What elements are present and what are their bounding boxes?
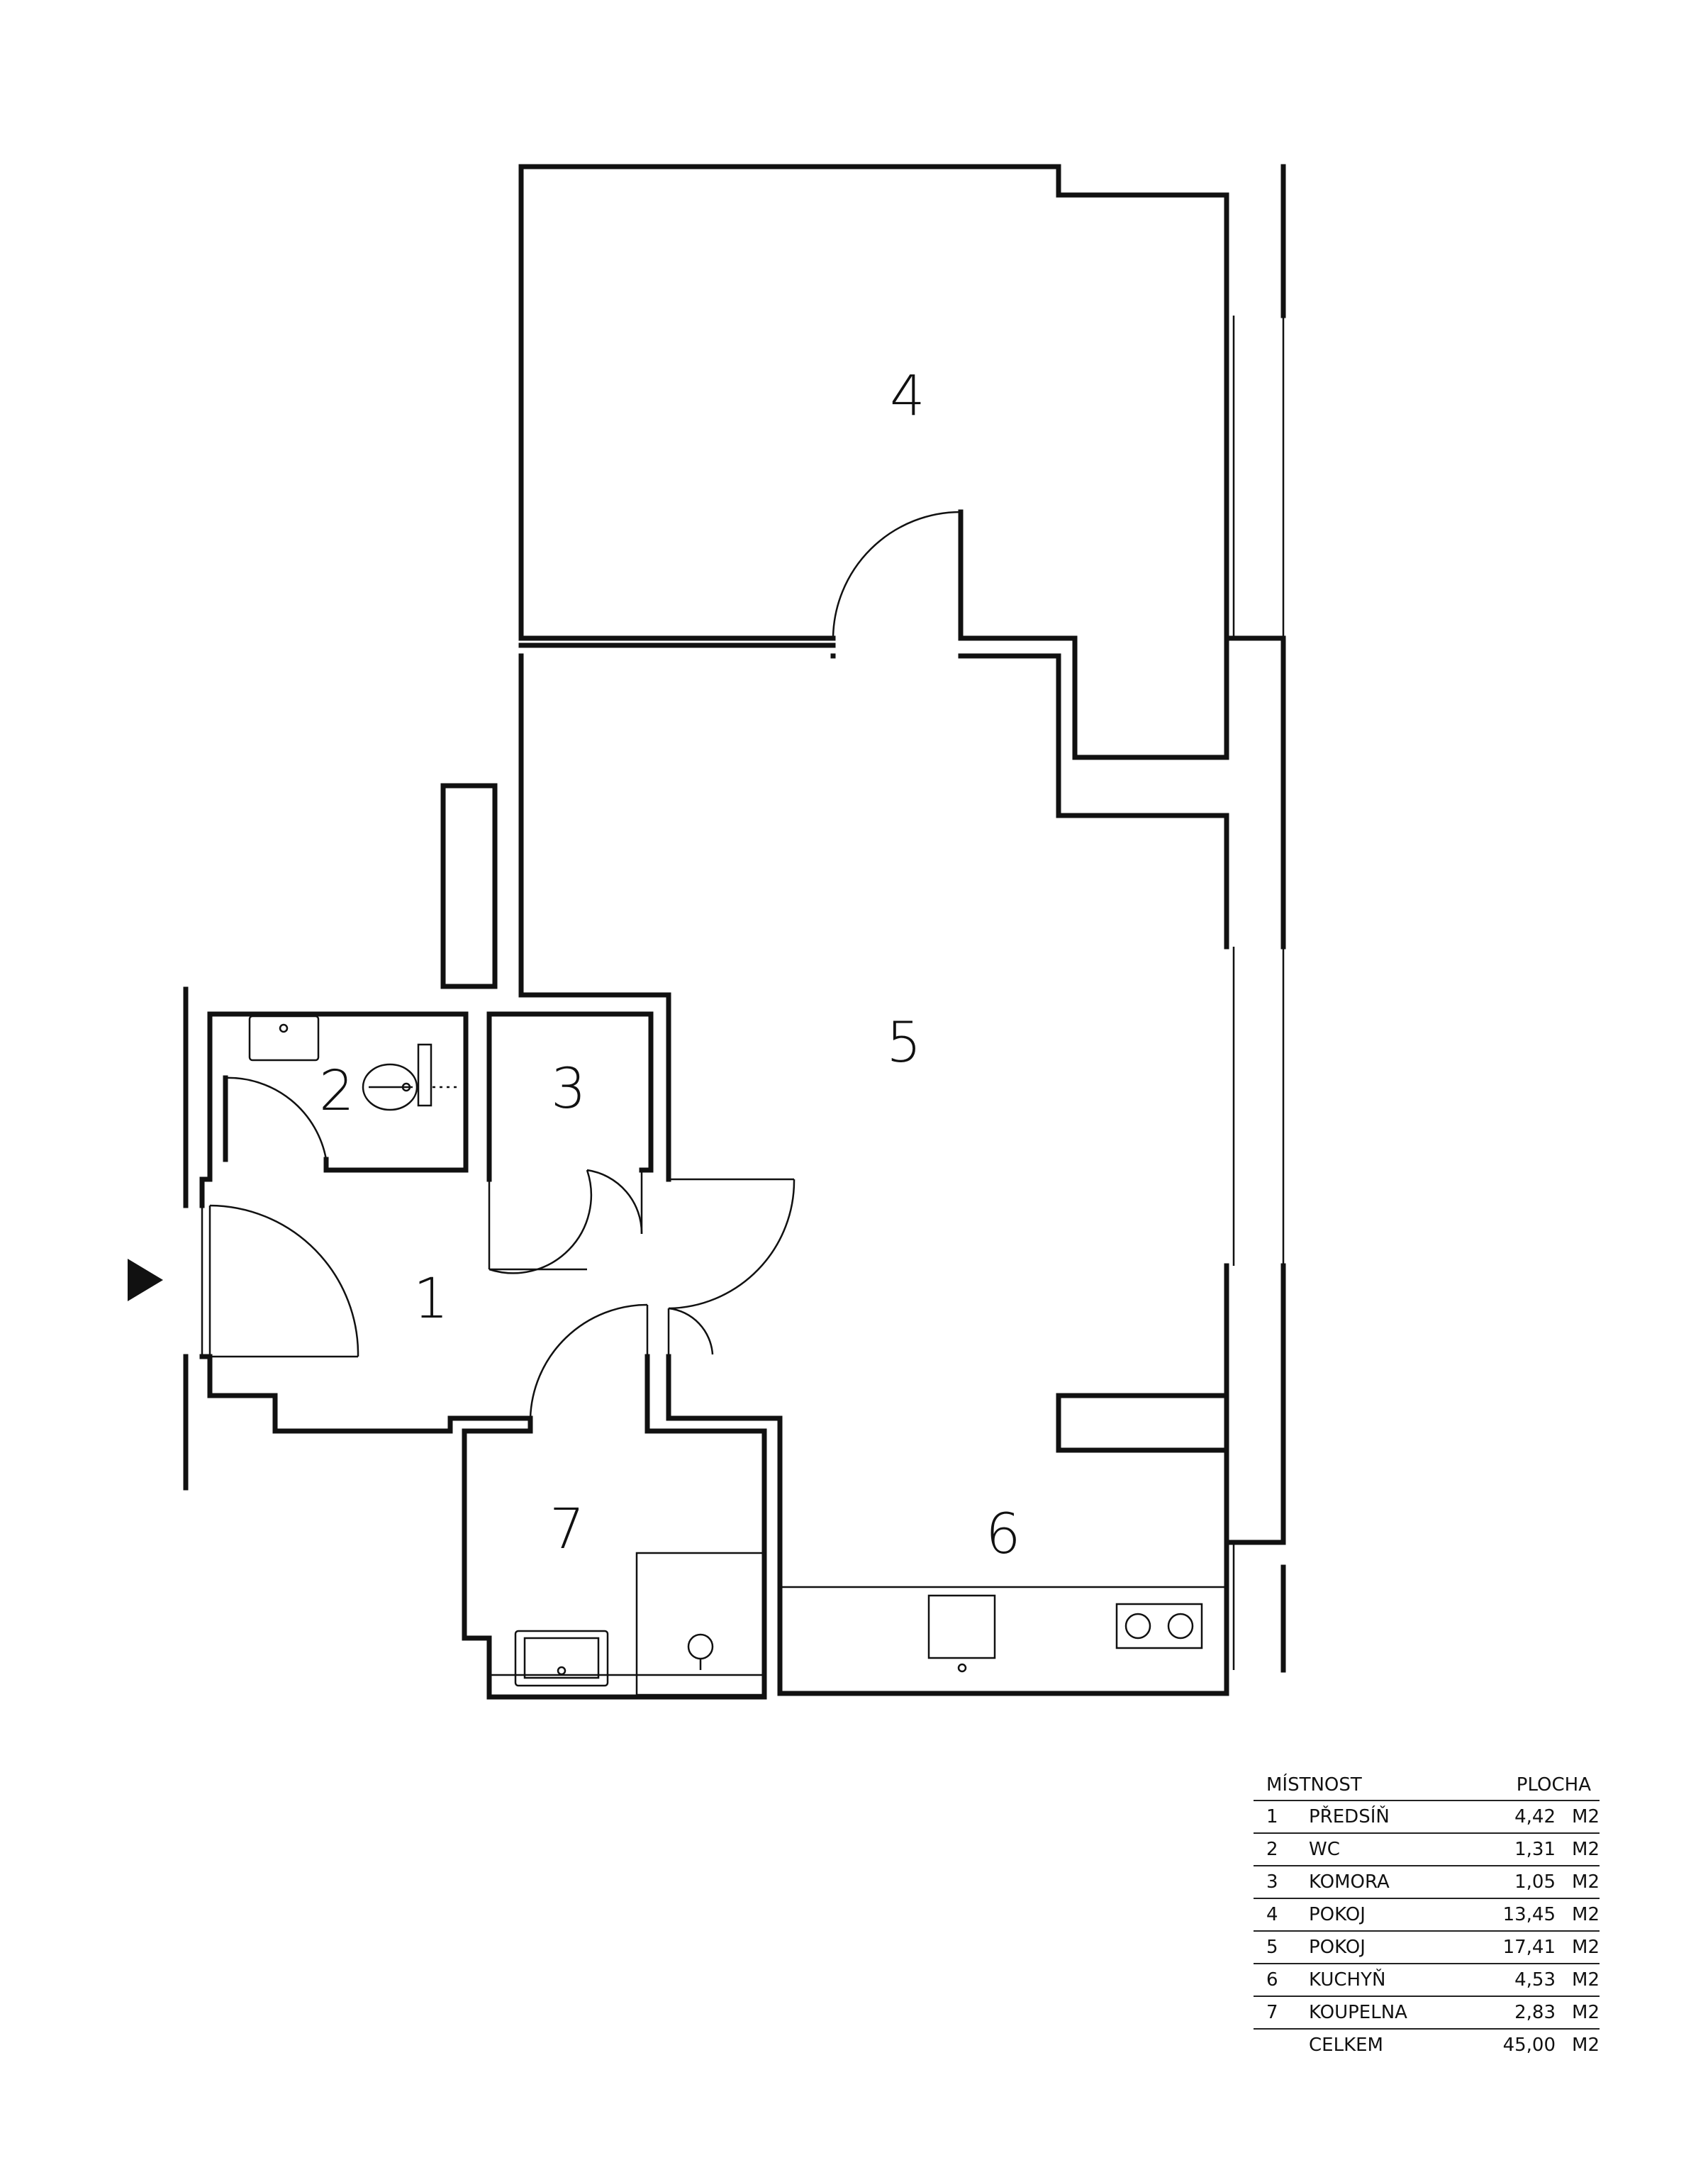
legend-row-area: 4,42: [1514, 1806, 1556, 1827]
legend-row-area: 4,53: [1514, 1969, 1556, 1991]
legend-row: 6 KUCHYŇ 4,53 M2: [1254, 1964, 1600, 1997]
room-label-4: 4: [890, 364, 925, 428]
doors: [208, 511, 962, 1419]
legend-row-area: 1,05: [1514, 1871, 1556, 1893]
room-label-7: 7: [549, 1498, 585, 1562]
legend-total-area: 45,00: [1502, 2035, 1556, 2056]
legend-total-unit: M2: [1572, 2035, 1600, 2056]
legend-header: MÍSTNOST PLOCHA: [1254, 1769, 1600, 1801]
legend-row-unit: M2: [1572, 1937, 1600, 1958]
legend-row-name: PŘEDSÍŇ: [1309, 1806, 1390, 1827]
legend-row-no: 3: [1266, 1871, 1278, 1893]
legend-row: 4 POKOJ 13,45 M2: [1254, 1899, 1600, 1932]
legend-row-no: 5: [1266, 1937, 1278, 1958]
legend-total-row: CELKEM 45,00 M2: [1254, 2030, 1600, 2061]
legend-row: 1 PŘEDSÍŇ 4,42 M2: [1254, 1801, 1600, 1834]
fridge: [927, 1594, 996, 1659]
legend-row-unit: M2: [1572, 1839, 1600, 1860]
legend-row-name: KOMORA: [1309, 1871, 1390, 1893]
room-label-5: 5: [886, 1011, 922, 1075]
legend-row: 7 KOUPELNA 2,83 M2: [1254, 1997, 1600, 2030]
bath-sink: [514, 1630, 609, 1687]
legend-row-name: POKOJ: [1309, 1937, 1366, 1958]
legend-row: 2 WC 1,31 M2: [1254, 1834, 1600, 1866]
legend-row-unit: M2: [1572, 1969, 1600, 1991]
legend-total-name: CELKEM: [1309, 2035, 1383, 2056]
room-label-6: 6: [986, 1503, 1021, 1566]
legend-row-area: 17,41: [1502, 1937, 1556, 1958]
shower: [635, 1552, 766, 1696]
cooktop: [1115, 1603, 1203, 1649]
legend-row-area: 13,45: [1502, 1904, 1556, 1925]
wc-sink: [248, 1015, 320, 1062]
toilet-icon: [362, 1043, 461, 1111]
legend-row-unit: M2: [1572, 2002, 1600, 2023]
fixtures: [248, 1015, 1227, 1696]
room-label-2: 2: [319, 1059, 355, 1123]
legend-row-name: WC: [1309, 1839, 1340, 1860]
walls: [183, 164, 1286, 1700]
room-label-1: 1: [413, 1267, 449, 1331]
room-labels: 4 5 2 3 1 7 6: [319, 364, 1021, 1566]
legend-row-name: KOUPELNA: [1309, 2002, 1407, 2023]
legend-row-unit: M2: [1572, 1871, 1600, 1893]
legend-row-area: 2,83: [1514, 2002, 1556, 2023]
legend-row-no: 7: [1266, 2002, 1278, 2023]
legend-row-no: 4: [1266, 1904, 1278, 1925]
legend-row-no: 6: [1266, 1969, 1278, 1991]
legend-header-room: MÍSTNOST: [1266, 1774, 1362, 1796]
entrance-arrow-icon: [128, 1259, 163, 1301]
legend-row-unit: M2: [1572, 1806, 1600, 1827]
legend-row-no: 1: [1266, 1806, 1278, 1827]
legend-row-area: 1,31: [1514, 1839, 1556, 1860]
window-lines: [201, 316, 1285, 1670]
room-label-3: 3: [551, 1057, 586, 1121]
legend-row-unit: M2: [1572, 1904, 1600, 1925]
legend-row-name: KUCHYŇ: [1309, 1969, 1386, 1991]
legend-row: 3 KOMORA 1,05 M2: [1254, 1866, 1600, 1899]
legend-header-area: PLOCHA: [1516, 1774, 1591, 1796]
legend-row-name: POKOJ: [1309, 1904, 1366, 1925]
area-legend-table: MÍSTNOST PLOCHA 1 PŘEDSÍŇ 4,42 M2 2 WC 1…: [1254, 1769, 1600, 2061]
legend-row-no: 2: [1266, 1839, 1278, 1860]
legend-row: 5 POKOJ 17,41 M2: [1254, 1932, 1600, 1964]
